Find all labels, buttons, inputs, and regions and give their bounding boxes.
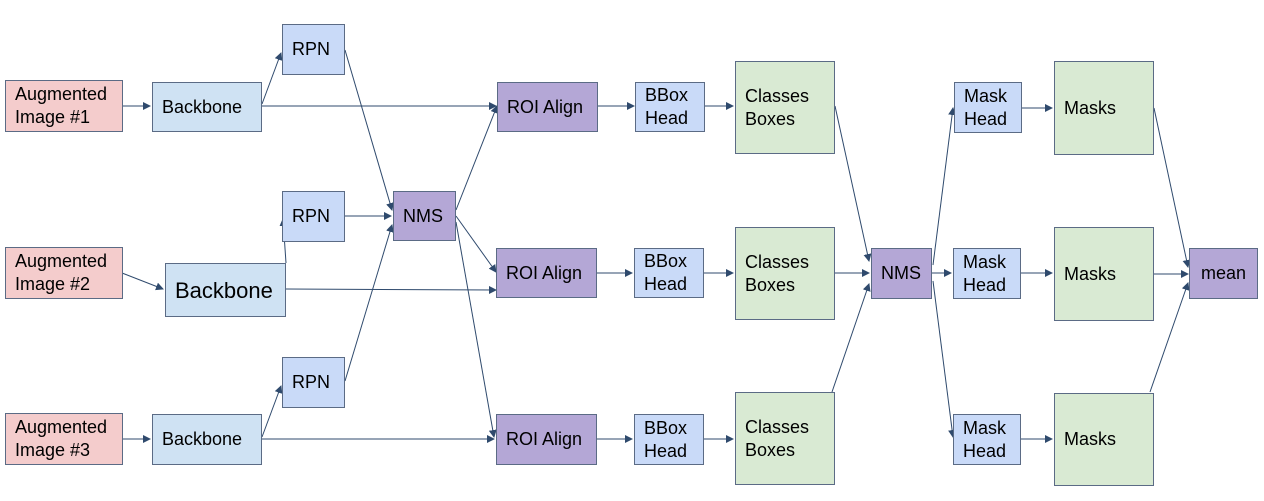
roi-align-2: ROI Align [496,248,597,298]
mask-head-1: Mask Head [954,82,1022,133]
rpn-2: RPN [282,191,345,242]
roi-align-3: ROI Align [496,414,597,465]
nms-proposals: NMS [393,191,456,241]
arrow-nms-roi2 [455,215,497,273]
rpn-1: RPN [282,24,345,75]
arrow-nms-roi3 [455,221,497,438]
bbox-head-3: BBox Head [634,414,704,465]
arrow-nms2-mask3 [932,280,957,438]
masks-1: Masks [1054,61,1154,155]
backbone-3: Backbone [152,414,262,465]
arrow-masks3-mean [1149,282,1190,393]
bbox-head-1: BBox Head [635,82,705,132]
arrow-input2-backbone2 [121,272,164,291]
arrow-masks1-mean [1153,107,1191,268]
mask-head-2: Mask Head [953,248,1021,299]
rpn-3: RPN [282,357,345,408]
classes-boxes-1: Classes Boxes [735,61,835,154]
classes-boxes-3: Classes Boxes [735,392,835,485]
arrow-classes3-nms2 [831,283,871,393]
classes-boxes-2: Classes Boxes [735,227,835,320]
bbox-head-2: BBox Head [634,248,704,298]
arrow-backbone2-roi2 [285,285,497,294]
nms-detections: NMS [871,248,932,299]
input-image-2: Augmented Image #2 [5,247,123,299]
arrow-backbone1-rpn1 [261,52,283,105]
roi-align-1: ROI Align [497,82,598,132]
masks-3: Masks [1054,393,1154,486]
arrow-rpn1-nms [344,49,394,211]
mean-node: mean [1189,248,1258,299]
arrow-nms2-mask1 [932,107,957,266]
backbone-1: Backbone [152,82,262,132]
arrow-classes1-nms2 [834,105,872,262]
backbone-2: Backbone [165,263,286,317]
arrow-nms-roi1 [455,105,499,211]
input-image-3: Augmented Image #3 [5,413,123,465]
arrow-rpn3-nms [344,224,394,382]
arrow-backbone3-rpn3 [261,385,283,438]
input-image-1: Augmented Image #1 [5,80,123,132]
mask-head-3: Mask Head [953,414,1021,465]
masks-2: Masks [1054,227,1154,321]
